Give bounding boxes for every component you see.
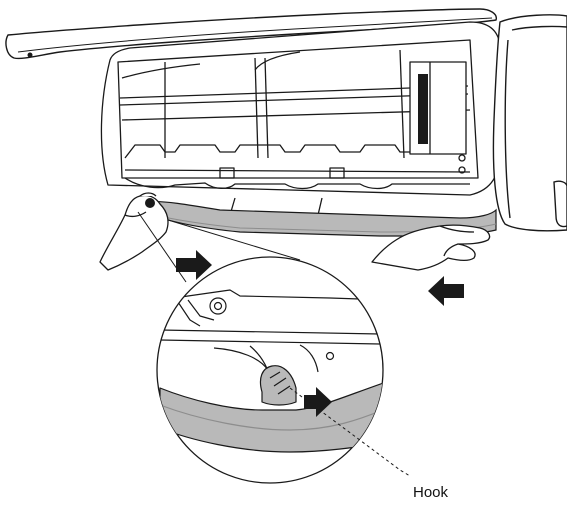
magnified-detail-view: [156, 256, 384, 484]
ac-unit-body: [100, 21, 501, 216]
arrow-right-detail-icon: [304, 387, 332, 417]
right-hand-illustration: [371, 224, 491, 271]
left-hand-illustration: [99, 192, 169, 271]
hook-callout: Hook: [289, 387, 449, 501]
hook-leader-line: [289, 387, 411, 477]
arrow-right-icon: [176, 250, 212, 280]
side-cover: [492, 14, 567, 232]
hook-label: Hook: [413, 484, 449, 501]
magnifier-leader-lines: [137, 211, 301, 283]
arrow-left-icon: [428, 276, 464, 306]
